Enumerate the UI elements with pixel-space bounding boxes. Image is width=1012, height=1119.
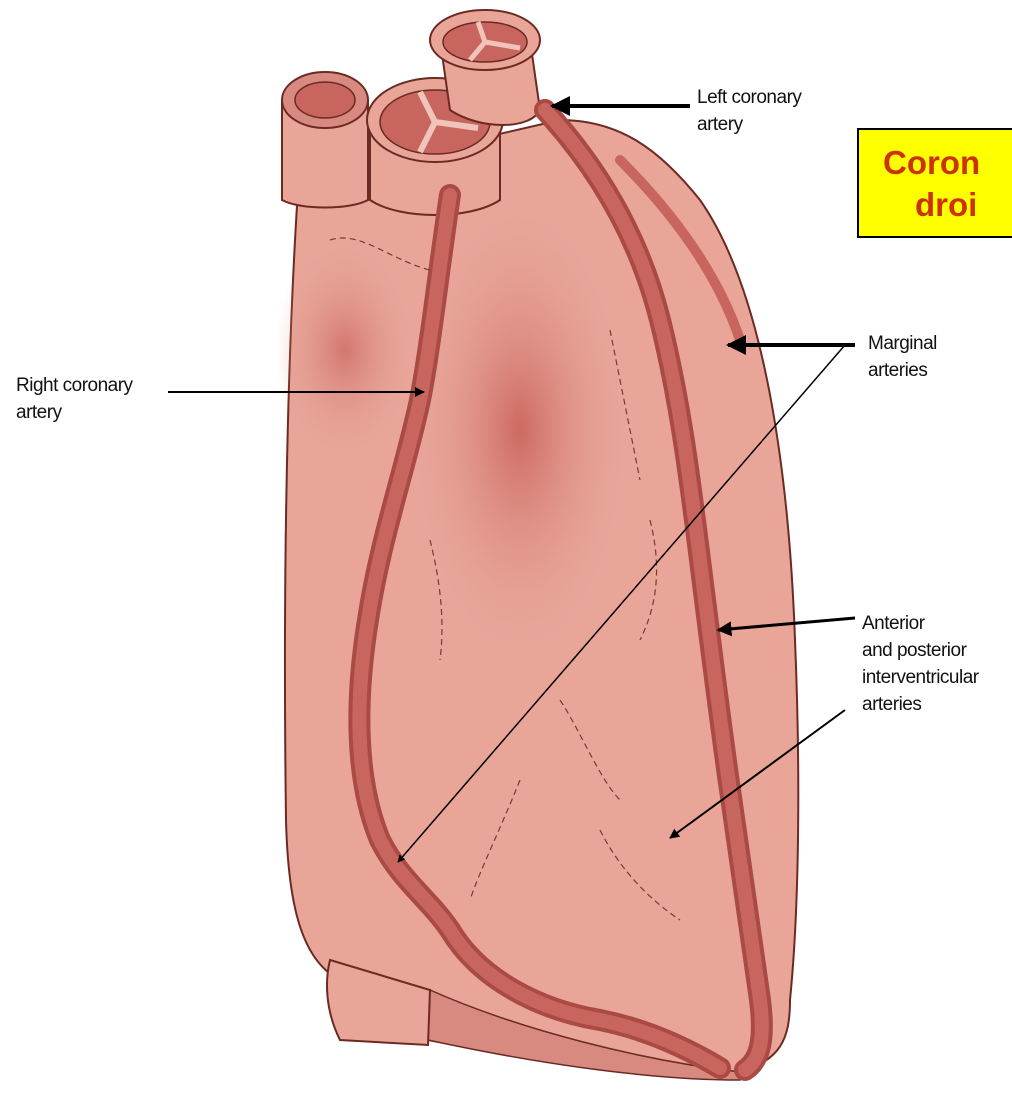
title-line-1: Coron [883,144,980,182]
label-left-coronary-artery: Left coronary artery [697,84,801,138]
label-right-coronary-artery: Right coronary artery [16,372,133,426]
label-interventricular-arteries: Anterior and posterior interventricular … [862,610,979,718]
title-box: Coron droi [857,128,1012,238]
label-marginal-arteries: Marginal arteries [868,330,937,384]
title-line-2: droi [915,186,977,224]
